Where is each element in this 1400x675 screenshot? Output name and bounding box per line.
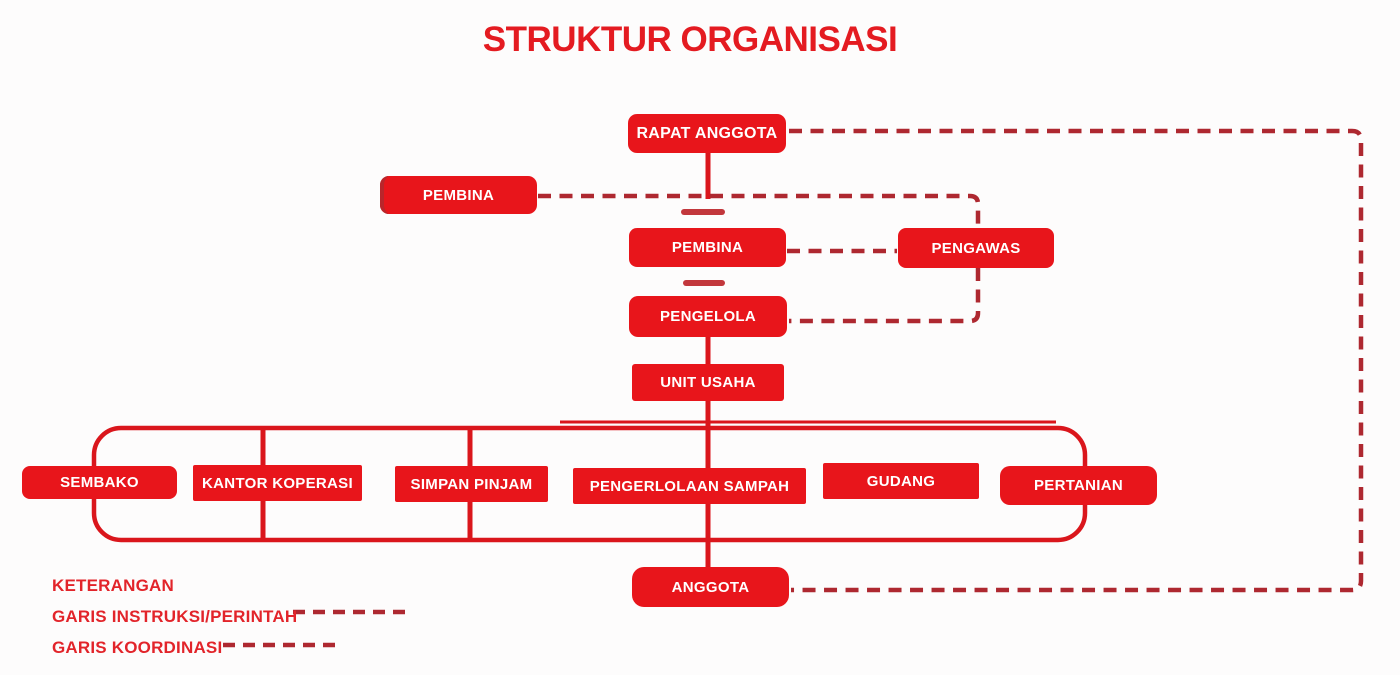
node-unit-usaha: UNIT USAHA [632, 364, 784, 401]
dash-pembinaleft-to-pengawas [538, 193, 981, 228]
node-simpan-pinjam: SIMPAN PINJAM [395, 466, 548, 502]
dash-pengawas-to-pengelola [789, 268, 981, 324]
page-title: STRUKTUR ORGANISASI [482, 20, 898, 59]
node-gudang: GUDANG [823, 463, 979, 499]
node-pembina: PEMBINA [629, 228, 786, 267]
node-pengelolaan-sampah: PENGERLOLAAN SAMPAH [573, 468, 806, 504]
node-pengelola: PENGELOLA [629, 296, 787, 337]
dash-rapat-to-anggota-loop [789, 128, 1364, 593]
node-rapat-anggota: RAPAT ANGGOTA [628, 114, 786, 153]
node-sembako: SEMBAKO [22, 466, 177, 499]
legend-item-koordinasi: GARIS KOORDINASI [52, 637, 223, 657]
node-pembina-left: PEMBINA [380, 176, 537, 214]
node-pengawas: PENGAWAS [898, 228, 1054, 268]
legend: KETERANGAN GARIS INSTRUKSI/PERINTAH GARI… [52, 570, 297, 663]
node-anggota: ANGGOTA [632, 567, 789, 607]
legend-item-instruksi: GARIS INSTRUKSI/PERINTAH [52, 606, 298, 626]
legend-heading: KETERANGAN [52, 575, 174, 595]
node-pertanian: PERTANIAN [1000, 466, 1157, 505]
node-kantor-koperasi: KANTOR KOPERASI [193, 465, 362, 501]
